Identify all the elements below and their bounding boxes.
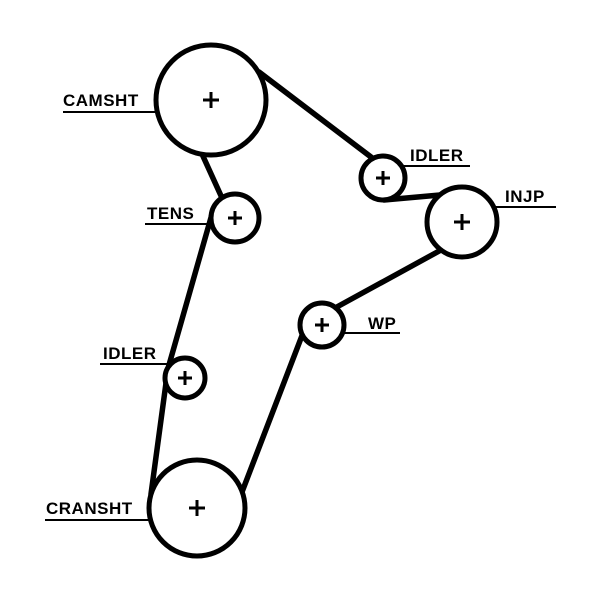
- belt-segment-cransht-idler: [148, 380, 169, 497]
- injp-center-cross-icon: [454, 214, 470, 230]
- idler-top-label: IDLER: [410, 146, 464, 165]
- idler-left-label: IDLER: [103, 344, 157, 363]
- labels: CAMSHT IDLER INJP TENS WP IDLER CRANSHT: [46, 91, 545, 518]
- camsht-center-cross-icon: [203, 92, 219, 108]
- belt: [148, 69, 444, 497]
- tens-center-cross-icon: [228, 211, 242, 225]
- idler-left-center-cross-icon: [178, 371, 192, 385]
- idler-top-center-cross-icon: [376, 171, 390, 185]
- wp-label: WP: [368, 314, 396, 333]
- wp-center-cross-icon: [315, 318, 329, 332]
- belt-segment-idler-tens: [164, 211, 215, 375]
- belt-segment-wp-cransht: [239, 330, 306, 495]
- belt-segment-camsht-idler: [256, 69, 374, 160]
- camsht-label: CAMSHT: [63, 91, 139, 110]
- belt-segment-injp-wp: [332, 247, 444, 311]
- cransht-label: CRANSHT: [46, 499, 133, 518]
- tens-label: TENS: [147, 204, 194, 223]
- belt-segment-tens-camsht: [199, 151, 225, 201]
- center-crosses: [178, 92, 470, 516]
- injp-label: INJP: [505, 187, 545, 206]
- cransht-center-cross-icon: [189, 500, 205, 516]
